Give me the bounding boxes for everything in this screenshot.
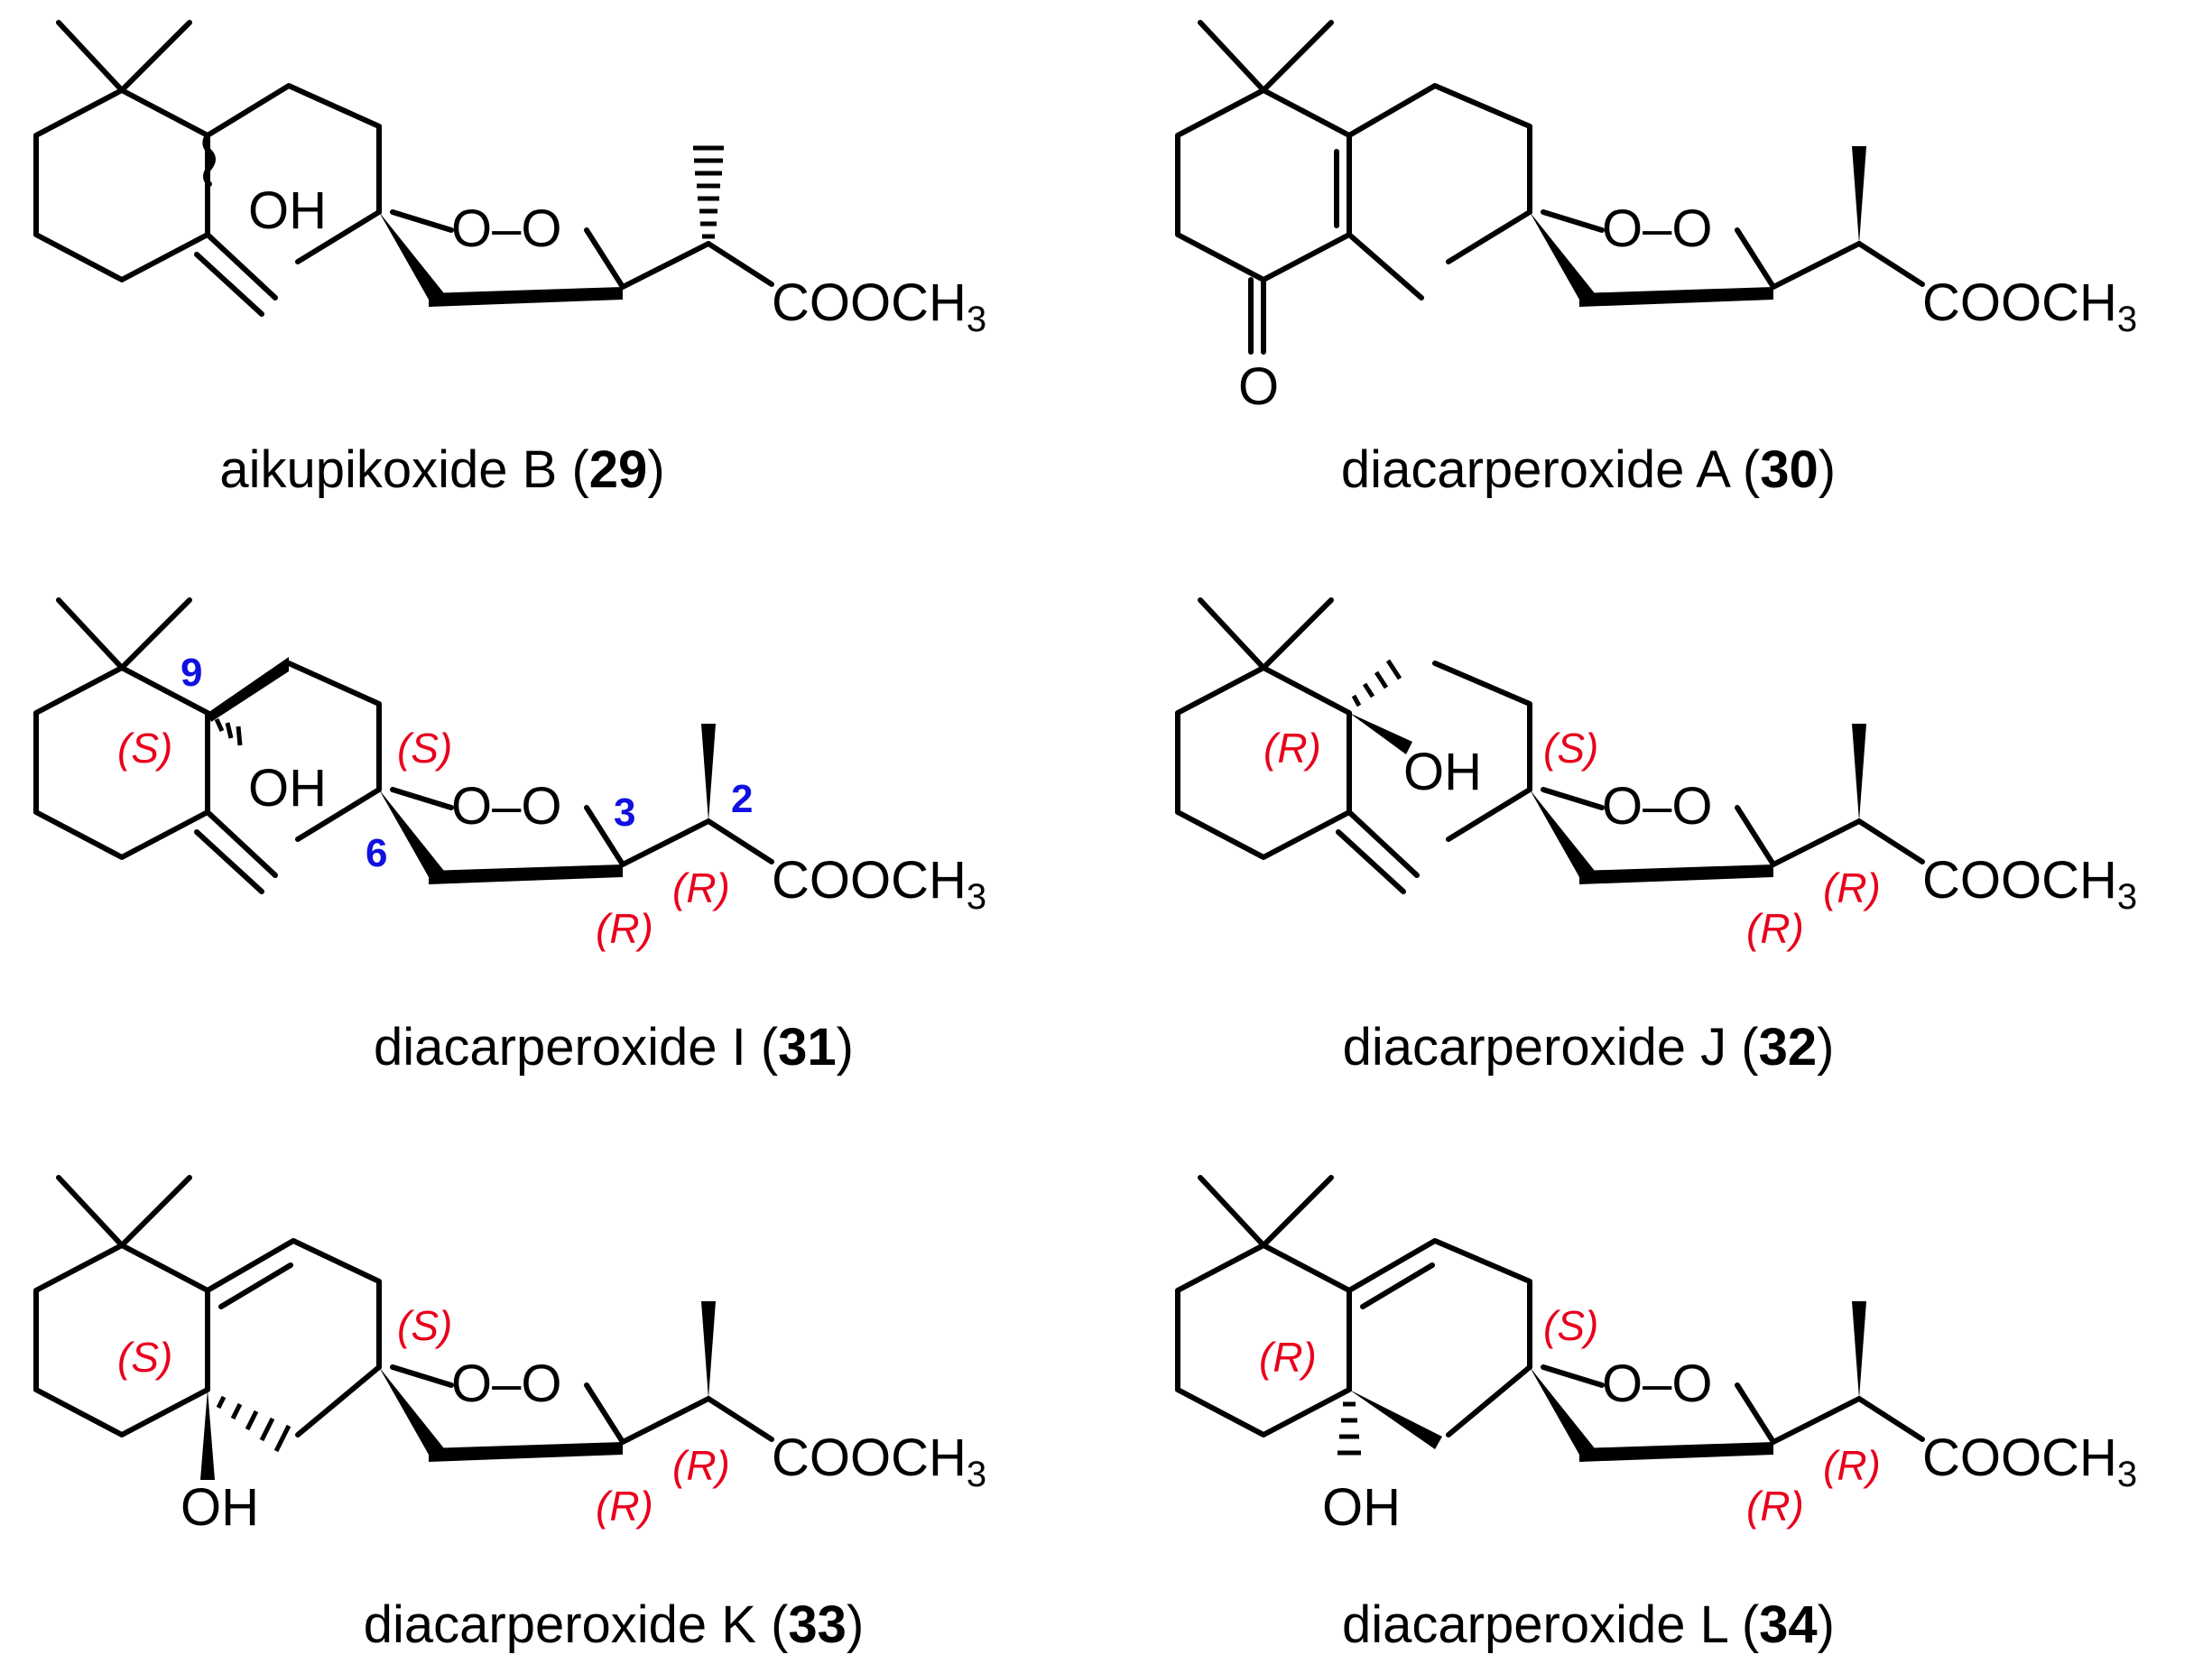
hydroxyl-label: OH bbox=[248, 759, 327, 818]
hydroxyl-label: OH bbox=[1403, 743, 1482, 801]
caption-31: diacarperoxide I (31) bbox=[374, 1018, 854, 1077]
hydroxyl-label: OH bbox=[1322, 1478, 1401, 1537]
descriptor-c6: (S) bbox=[397, 1302, 452, 1349]
hydroxyl-label: OH bbox=[180, 1478, 259, 1537]
peroxide-label: O–O bbox=[451, 777, 562, 836]
ester-label: COOCH3 bbox=[772, 273, 986, 339]
descriptor-c2: (R) bbox=[1823, 864, 1881, 911]
descriptor-c3: (R) bbox=[596, 1483, 653, 1530]
compound-32-bonds bbox=[1175, 597, 1925, 894]
compound-33: OH O–O COOCH3 (S) (S) (R) (R) diacarpero… bbox=[33, 1175, 986, 1654]
compound-31-bonds bbox=[33, 597, 774, 894]
peroxide-label: O–O bbox=[1602, 777, 1713, 836]
ester-label: COOCH3 bbox=[772, 851, 986, 917]
ester-label: COOCH3 bbox=[772, 1428, 986, 1494]
ester-label: COOCH3 bbox=[1922, 273, 2137, 339]
descriptor-c2: (R) bbox=[672, 1442, 730, 1489]
ketone-oxygen-label: O bbox=[1238, 357, 1279, 416]
caption-32: diacarperoxide J (32) bbox=[1343, 1018, 1835, 1077]
compound-29-bonds bbox=[33, 20, 774, 317]
locant-2: 2 bbox=[731, 777, 753, 821]
compound-29: OH O–O COOCH3 aikupikoxide B (29) bbox=[33, 20, 986, 499]
caption-33: diacarperoxide K (33) bbox=[364, 1595, 865, 1654]
locant-3: 3 bbox=[614, 790, 635, 835]
descriptor-c3: (R) bbox=[596, 905, 653, 952]
peroxide-label: O–O bbox=[451, 1354, 562, 1413]
compound-34: OH O–O COOCH3 (R) (S) (R) (R) diacarpero… bbox=[1175, 1175, 2137, 1654]
descriptor-c3: (R) bbox=[1746, 905, 1804, 952]
descriptor-c6: (S) bbox=[1543, 1302, 1598, 1349]
compound-34-bonds bbox=[1175, 1175, 1925, 1462]
descriptor-c9: (R) bbox=[1263, 725, 1321, 772]
descriptor-c9: (S) bbox=[117, 725, 172, 772]
ester-label: COOCH3 bbox=[1922, 851, 2137, 917]
caption-30: diacarperoxide A (30) bbox=[1341, 440, 1836, 499]
hydroxyl-label: OH bbox=[248, 181, 327, 240]
compound-32: OH O–O COOCH3 (R) (S) (R) (R) diacarpero… bbox=[1175, 597, 2137, 1077]
caption-29: aikupikoxide B (29) bbox=[219, 440, 664, 499]
ester-label: COOCH3 bbox=[1922, 1428, 2137, 1494]
locant-6: 6 bbox=[366, 831, 387, 875]
descriptor-c3: (R) bbox=[1746, 1483, 1804, 1530]
peroxide-label: O–O bbox=[1602, 199, 1713, 258]
compound-31: OH O–O COOCH3 (S) (S) (R) (R) 9 6 3 2 di… bbox=[33, 597, 986, 1077]
peroxide-label: O–O bbox=[451, 199, 562, 258]
descriptor-c9: (R) bbox=[1259, 1334, 1317, 1381]
descriptor-c9: (S) bbox=[117, 1334, 172, 1381]
descriptor-c6: (S) bbox=[1543, 725, 1598, 772]
descriptor-c2: (R) bbox=[1823, 1442, 1881, 1489]
descriptor-c6: (S) bbox=[397, 725, 452, 772]
locant-9: 9 bbox=[180, 651, 202, 695]
compound-30-bonds bbox=[1175, 20, 1925, 355]
compound-30: O O–O COOCH3 diacarperoxide A (30) bbox=[1175, 20, 2137, 499]
peroxide-label: O–O bbox=[1602, 1354, 1713, 1413]
descriptor-c2: (R) bbox=[672, 864, 730, 911]
compound-33-bonds bbox=[33, 1175, 774, 1480]
caption-34: diacarperoxide L (34) bbox=[1342, 1595, 1835, 1654]
